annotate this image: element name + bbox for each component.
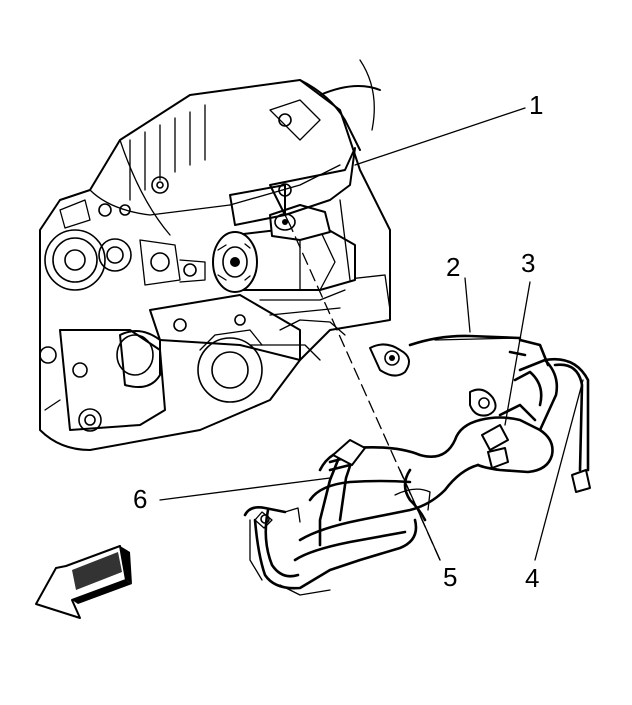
callout-2: 2 <box>446 252 460 282</box>
callout-1: 1 <box>529 90 543 120</box>
callout-6: 6 <box>133 484 147 514</box>
front-direction-arrow-icon <box>35 545 132 619</box>
starter-motor <box>212 204 356 293</box>
callout-5: 5 <box>443 562 457 592</box>
callout-4: 4 <box>525 563 539 593</box>
engine-block <box>39 59 391 451</box>
callout-3: 3 <box>521 248 535 278</box>
cable-harness <box>243 334 591 596</box>
callout-labels: 1 2 3 4 5 6 <box>133 90 543 593</box>
leader-lines <box>159 107 584 561</box>
